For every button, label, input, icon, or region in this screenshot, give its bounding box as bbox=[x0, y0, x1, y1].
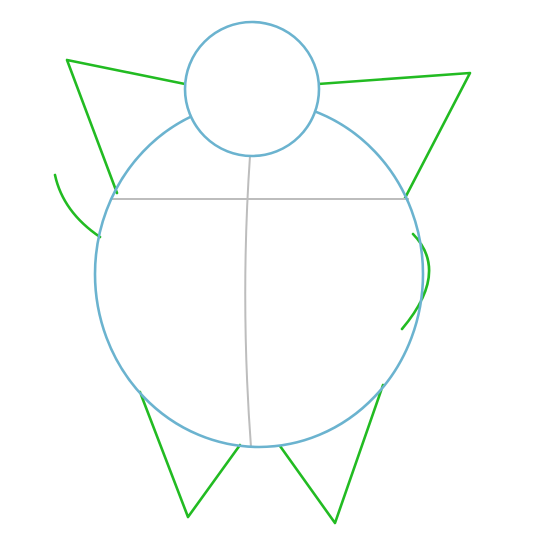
right-arm bbox=[316, 71, 472, 200]
head-circle bbox=[183, 20, 321, 158]
left-curve bbox=[53, 173, 102, 239]
right-curve bbox=[400, 232, 431, 331]
right-leg bbox=[278, 383, 385, 525]
left-arm bbox=[65, 58, 187, 195]
left-leg bbox=[138, 390, 242, 519]
vertical-guide bbox=[244, 155, 252, 448]
